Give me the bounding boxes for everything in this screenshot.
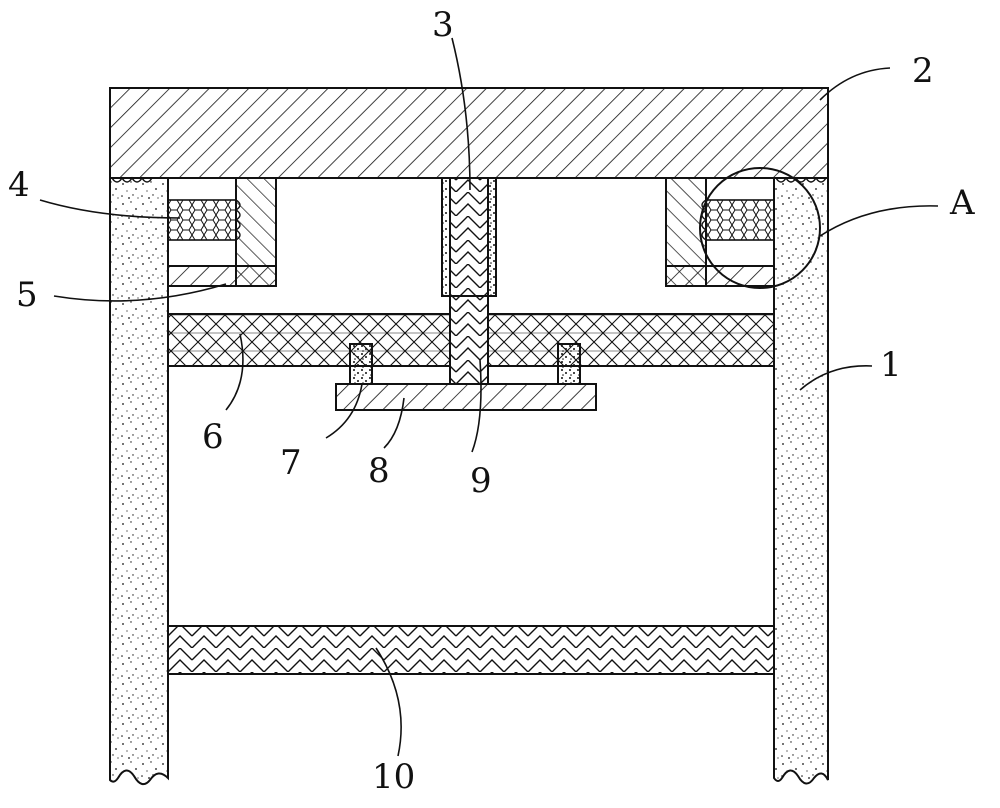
left-post xyxy=(349,343,373,385)
leader-a xyxy=(819,205,939,237)
sleeve-right-liner xyxy=(487,177,497,297)
right-wall xyxy=(773,177,829,785)
plate-left xyxy=(167,313,451,367)
label-4: 4 xyxy=(8,165,30,205)
leader-2 xyxy=(819,67,891,101)
leader-3 xyxy=(451,37,471,191)
label-3: 3 xyxy=(432,5,454,45)
right-bracket-foot xyxy=(665,265,775,287)
vertical-rod xyxy=(449,177,489,385)
leader-1 xyxy=(799,365,873,391)
right-honeycomb xyxy=(705,199,775,241)
left-bracket-foot xyxy=(167,265,277,287)
label-7: 7 xyxy=(280,443,302,483)
right-post xyxy=(557,343,581,385)
leader-10 xyxy=(375,647,402,757)
left-wall xyxy=(109,177,169,786)
label-1: 1 xyxy=(880,345,902,385)
left-scallops xyxy=(111,176,153,183)
right-scallops xyxy=(775,176,827,183)
sleeve-left-liner xyxy=(441,177,451,297)
label-8: 8 xyxy=(368,451,390,491)
left-honeycomb xyxy=(167,199,237,241)
bottom-crossbar xyxy=(167,625,775,675)
leader-5 xyxy=(53,283,227,302)
leader-6 xyxy=(225,333,244,411)
label-9: 9 xyxy=(470,461,492,501)
plate-right xyxy=(487,313,775,367)
leader-4 xyxy=(39,199,181,219)
detail-circle-a xyxy=(699,167,821,289)
label-5: 5 xyxy=(16,275,38,315)
label-10: 10 xyxy=(372,757,415,797)
label-6: 6 xyxy=(202,417,224,457)
label-2: 2 xyxy=(912,51,934,91)
left-spring xyxy=(234,199,241,241)
leader-8 xyxy=(383,397,405,449)
label-a: A xyxy=(949,183,975,223)
leader-7 xyxy=(325,383,363,439)
leader-9 xyxy=(471,359,482,453)
base-bar xyxy=(335,383,597,411)
